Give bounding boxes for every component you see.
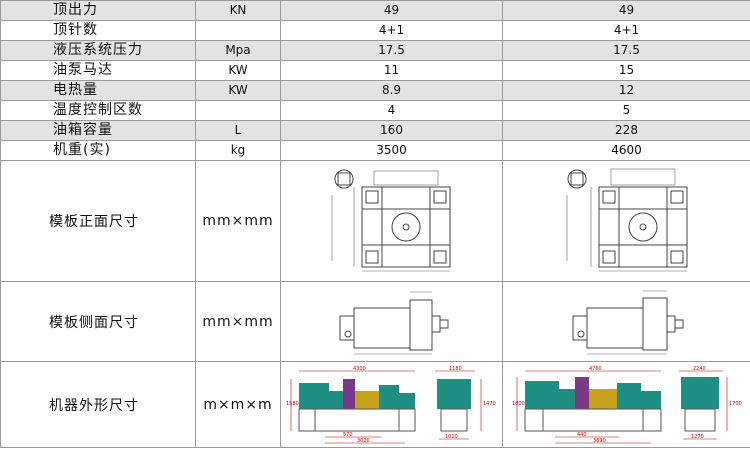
- row-value-2: 49: [502, 0, 750, 21]
- row-label: 油泵马达: [0, 60, 196, 81]
- row-label: 顶出力: [0, 0, 196, 21]
- row-value-1: 160: [280, 120, 503, 141]
- row-value-2: 17.5: [502, 40, 750, 61]
- machine1-foot-label: 1010: [445, 434, 458, 440]
- spec-row-ejector-force: 顶出力 KN 49 49: [0, 0, 750, 21]
- row-label: 模板正面尺寸: [0, 160, 196, 282]
- machine-drawing-2: 4760 1800 440 3890 2240: [502, 361, 750, 448]
- row-value-2: 4600: [502, 140, 750, 161]
- machine1-base1-label: 570: [343, 432, 353, 438]
- row-label: 油箱容量: [0, 120, 196, 141]
- machine-outline-diagram: 4300 1580 570 3020 1180: [286, 366, 496, 444]
- machine-outline-diagram: 4760 1800 440 3890 2240: [512, 366, 742, 444]
- row-value-2: 12: [502, 80, 750, 101]
- row-unit: mm×mm: [195, 281, 281, 362]
- machine2-foot-label: 1270: [691, 434, 704, 440]
- machine1-length-label: 4300: [353, 366, 366, 372]
- row-label: 电热量: [0, 80, 196, 101]
- row-value-1: 11: [280, 60, 503, 81]
- machine1-width-label: 1180: [449, 366, 462, 372]
- machine2-base2-label: 3890: [593, 438, 606, 444]
- machine-drawing-1: 4300 1580 570 3020 1180: [280, 361, 503, 448]
- spec-row-heating-power: 电热量 KW 8.9 12: [0, 80, 750, 101]
- machine2-height-label: 1800: [512, 401, 525, 407]
- row-value-2: 5: [502, 100, 750, 121]
- spec-row-machine-weight: 机重(实) kg 3500 4600: [0, 140, 750, 161]
- row-value-1: 8.9: [280, 80, 503, 101]
- platen-front-drawing-1: [280, 160, 503, 282]
- row-value-1: 17.5: [280, 40, 503, 61]
- row-value-1: 49: [280, 0, 503, 21]
- platen-front-diagram: [331, 169, 450, 272]
- spec-row-platen-front: 模板正面尺寸 mm×mm: [0, 160, 750, 282]
- platen-side-drawing-2: [502, 281, 750, 362]
- machine1-side-height-label: 1470: [483, 401, 496, 407]
- row-unit: m×m×m: [195, 361, 281, 448]
- machine2-width-label: 2240: [693, 366, 706, 372]
- spec-row-temp-zones: 温度控制区数 4 5: [0, 100, 750, 121]
- spec-row-pump-motor: 油泵马达 KW 11 15: [0, 60, 750, 81]
- row-label: 温度控制区数: [0, 100, 196, 121]
- platen-front-drawing-2: [502, 160, 750, 282]
- platen-front-diagram: [566, 168, 687, 272]
- machine1-base2-label: 3020: [357, 438, 370, 444]
- machine2-length-label: 4760: [589, 366, 602, 372]
- spec-row-oil-tank: 油箱容量 L 160 228: [0, 120, 750, 141]
- row-unit: KN: [195, 0, 281, 21]
- spec-row-hydraulic-pressure: 液压系统压力 Mpa 17.5 17.5: [0, 40, 750, 61]
- platen-side-diagram: [339, 291, 448, 354]
- row-value-2: 4+1: [502, 20, 750, 41]
- row-value-1: 3500: [280, 140, 503, 161]
- row-unit: L: [195, 120, 281, 141]
- row-label: 机重(实): [0, 140, 196, 161]
- row-unit: [195, 20, 281, 41]
- row-unit: [195, 100, 281, 121]
- row-value-2: 15: [502, 60, 750, 81]
- row-label: 液压系统压力: [0, 40, 196, 61]
- row-value-1: 4: [280, 100, 503, 121]
- row-value-2: 228: [502, 120, 750, 141]
- row-label: 模板侧面尺寸: [0, 281, 196, 362]
- row-unit: mm×mm: [195, 160, 281, 282]
- machine2-side-height-label: 1700: [729, 401, 742, 407]
- platen-side-diagram: [572, 290, 683, 354]
- spec-row-machine-dimensions: 机器外形尺寸 m×m×m 4300 1580 570: [0, 361, 750, 448]
- row-unit: KW: [195, 80, 281, 101]
- row-label: 机器外形尺寸: [0, 361, 196, 448]
- row-unit: kg: [195, 140, 281, 161]
- row-unit: Mpa: [195, 40, 281, 61]
- platen-side-drawing-1: [280, 281, 503, 362]
- row-label: 顶针数: [0, 20, 196, 41]
- machine1-height-label: 1580: [286, 401, 299, 407]
- spec-row-ejector-count: 顶针数 4+1 4+1: [0, 20, 750, 41]
- row-unit: KW: [195, 60, 281, 81]
- spec-row-platen-side: 模板侧面尺寸 mm×mm: [0, 281, 750, 362]
- row-value-1: 4+1: [280, 20, 503, 41]
- machine2-base1-label: 440: [577, 432, 587, 438]
